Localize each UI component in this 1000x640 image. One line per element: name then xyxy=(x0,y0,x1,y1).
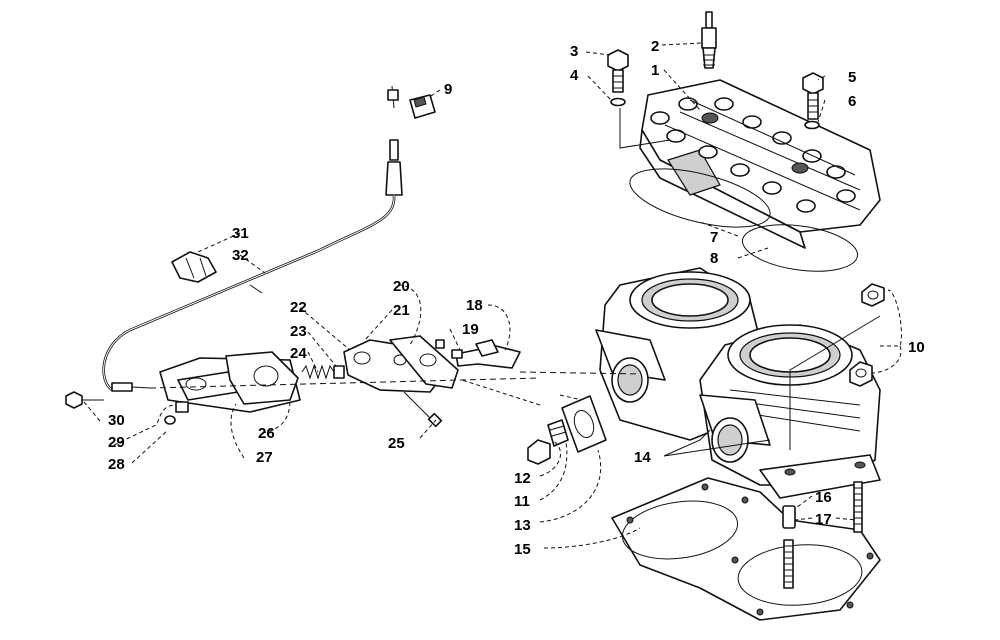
base-gasket xyxy=(611,477,881,621)
callout-31: 31 xyxy=(232,225,249,242)
callout-12: 12 xyxy=(514,470,531,487)
callout-23: 23 xyxy=(290,323,307,340)
oil-pump-body xyxy=(343,335,459,393)
callout-5: 5 xyxy=(848,69,856,86)
callout-28: 28 xyxy=(108,456,125,473)
pump-screw xyxy=(175,401,189,413)
long-screw xyxy=(403,391,443,428)
callout-2: 2 xyxy=(651,38,659,55)
callout-13: 13 xyxy=(514,517,531,534)
callout-1: 1 xyxy=(651,62,659,79)
cable-grommet xyxy=(171,251,217,283)
head-o-ring-2 xyxy=(741,224,859,272)
callout-7: 7 xyxy=(710,229,718,246)
head-o-ring-1 xyxy=(629,168,771,228)
pump-lever xyxy=(455,339,521,369)
callout-20: 20 xyxy=(393,278,410,295)
callout-18: 18 xyxy=(466,297,483,314)
leader-lines xyxy=(83,42,902,549)
exhaust-nut-lower xyxy=(849,361,873,387)
dowel-pin xyxy=(782,505,796,529)
throttle-cable xyxy=(102,85,403,392)
fitting-nut xyxy=(527,439,551,465)
callout-25: 25 xyxy=(388,435,405,452)
callout-26: 26 xyxy=(258,425,275,442)
pump-washer xyxy=(164,415,176,425)
lever-pin-2 xyxy=(435,339,445,349)
pump-spring xyxy=(301,364,345,380)
washer-right xyxy=(804,120,820,130)
cylinder-stud-lower xyxy=(783,539,794,589)
callout-29: 29 xyxy=(108,434,125,451)
callout-21: 21 xyxy=(393,302,410,319)
cable-clip xyxy=(409,94,436,119)
intake-gasket xyxy=(561,395,607,453)
callout-15: 15 xyxy=(514,541,531,558)
cover-screw xyxy=(65,391,104,409)
callout-labels: 1 2 3 4 5 6 7 8 9 10 11 12 13 14 15 16 1… xyxy=(108,38,925,558)
callout-32: 32 xyxy=(232,247,249,264)
callout-4: 4 xyxy=(570,67,579,84)
callout-14: 14 xyxy=(634,449,651,466)
callout-30: 30 xyxy=(108,412,125,429)
callout-27: 27 xyxy=(256,449,273,466)
cylinder-head xyxy=(639,79,881,249)
callout-11: 11 xyxy=(514,493,530,510)
callout-3: 3 xyxy=(570,43,578,60)
spark-plug xyxy=(701,11,717,69)
valve-gasket xyxy=(225,351,299,405)
head-bolt-right xyxy=(802,72,824,120)
callout-10: 10 xyxy=(908,339,925,356)
callout-19: 19 xyxy=(462,321,479,338)
callout-8: 8 xyxy=(710,250,718,267)
water-fitting xyxy=(547,419,569,447)
callout-17: 17 xyxy=(815,511,832,528)
cylinder-block xyxy=(595,267,881,499)
callout-16: 16 xyxy=(815,489,832,506)
callout-24: 24 xyxy=(290,345,307,362)
cylinder-stud xyxy=(853,481,863,533)
callout-6: 6 xyxy=(848,93,856,110)
lever-pin xyxy=(451,349,463,359)
exhaust-nut-upper xyxy=(861,283,885,307)
head-bolt-left xyxy=(607,49,629,93)
callout-9: 9 xyxy=(444,81,452,98)
callout-22: 22 xyxy=(290,299,307,316)
washer-left xyxy=(610,97,626,107)
